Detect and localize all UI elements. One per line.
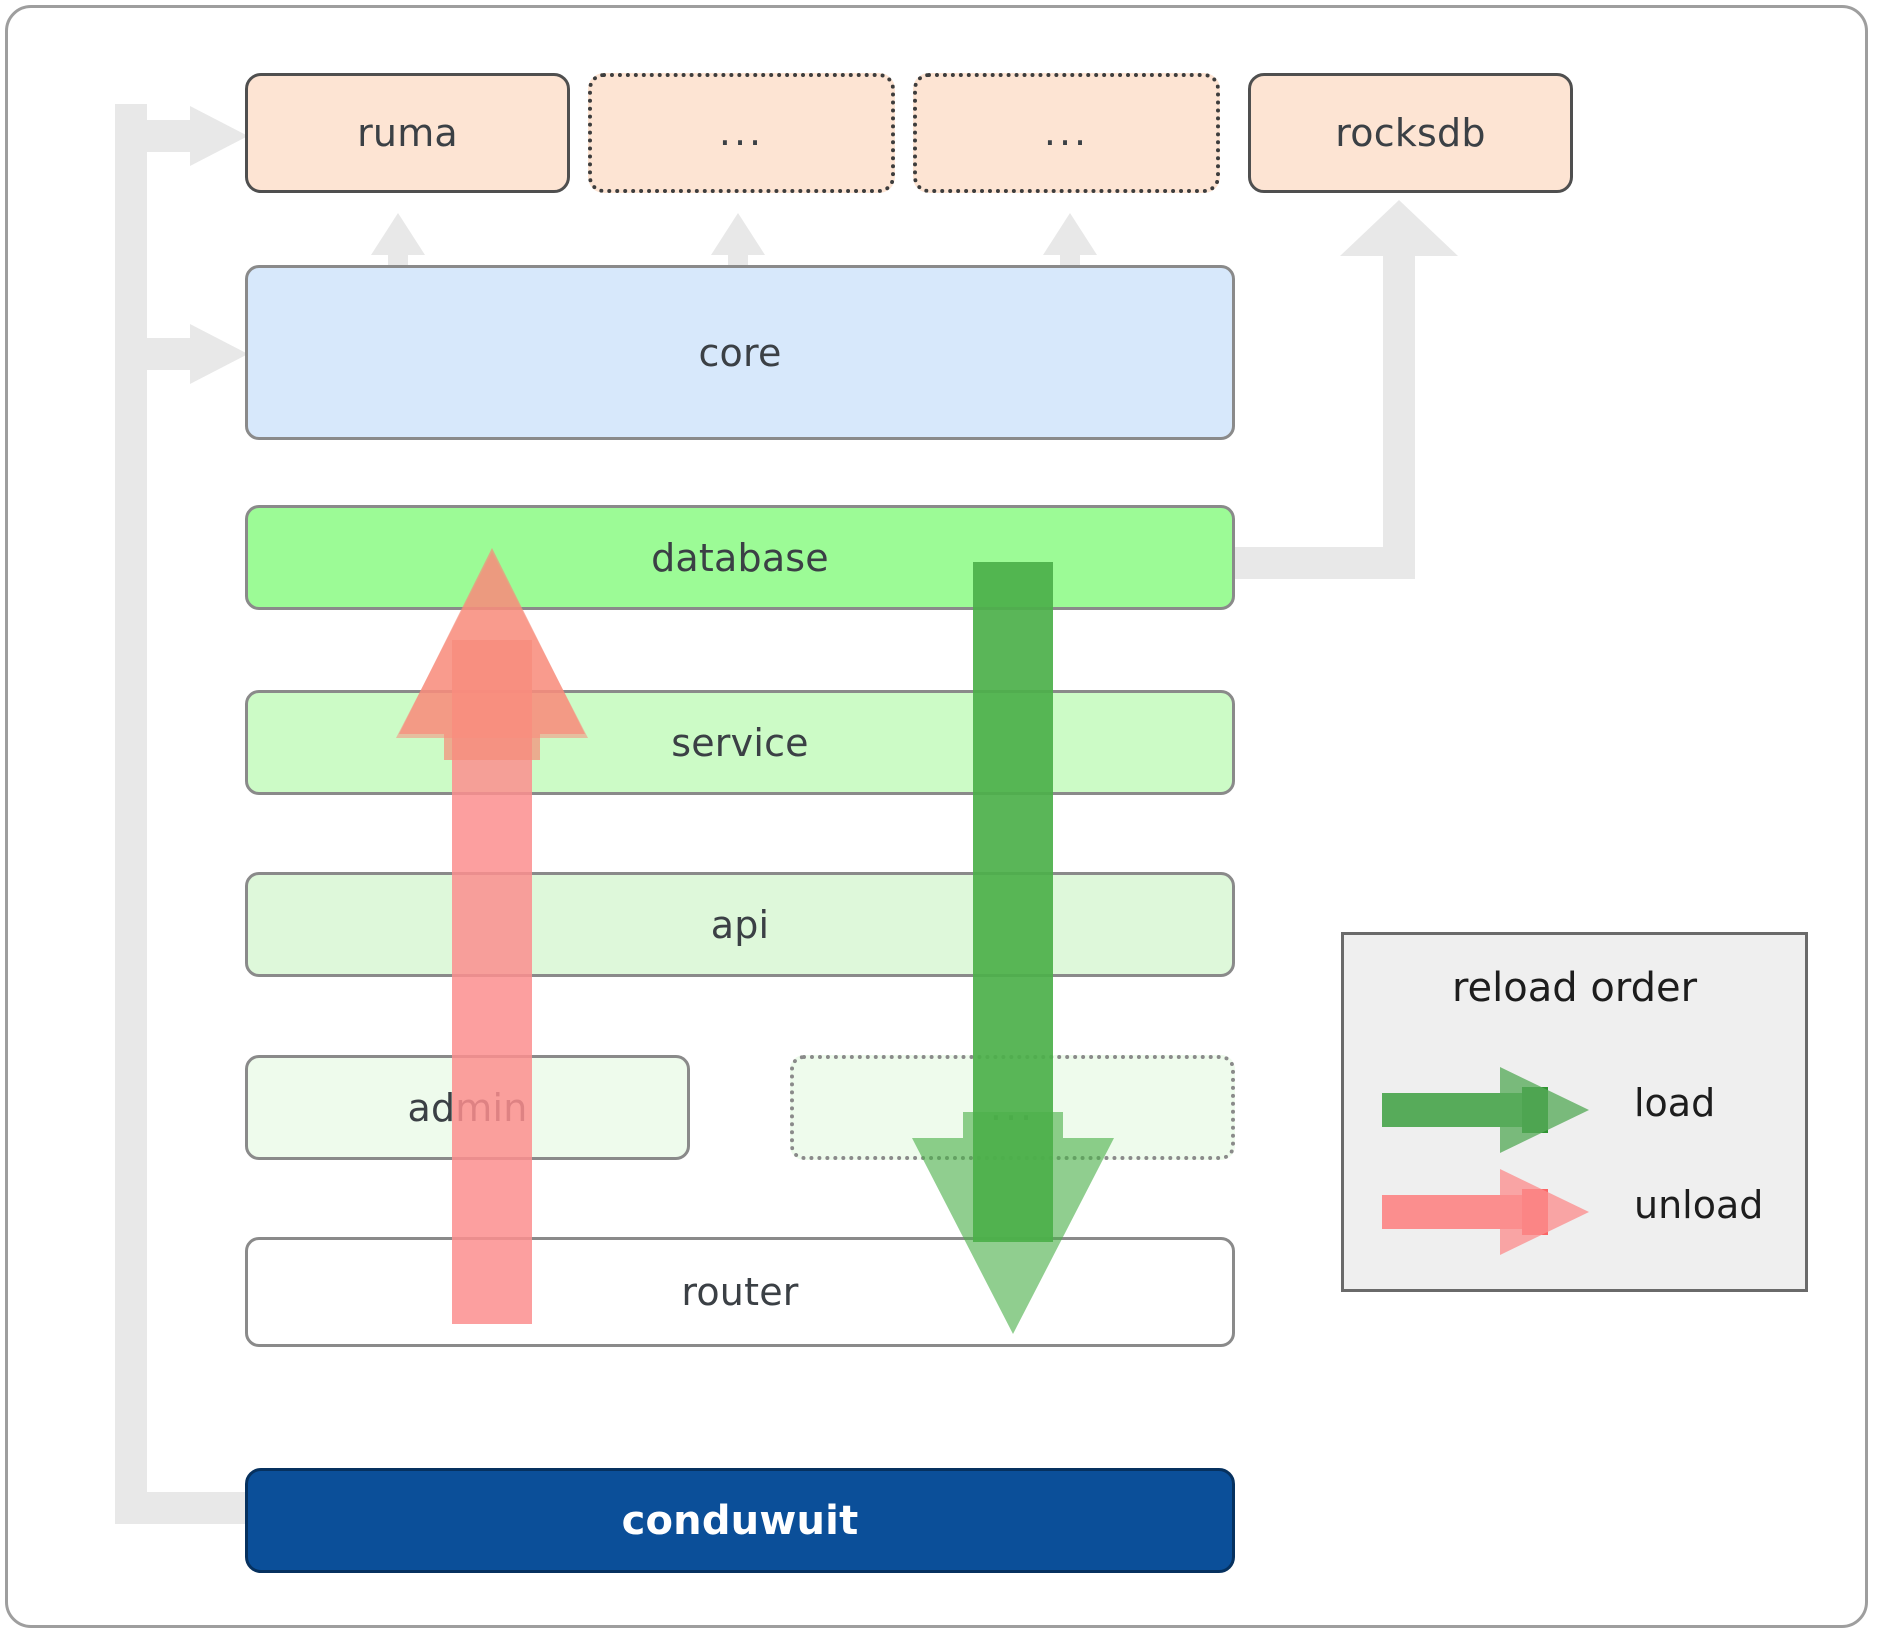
layer-box-database[interactable]: database [245,505,1235,610]
layer-box-admin[interactable]: admin [245,1055,690,1160]
root-box-conduwuit[interactable]: conduwuit [245,1468,1235,1573]
dependency-label-rocksdb: rocksdb [1335,111,1486,155]
layer-label-admin: admin [407,1085,528,1130]
legend-panel: reload order load unload [1341,932,1808,1292]
diagram-frame [5,5,1868,1628]
dependency-label-ruma: ruma [357,111,458,155]
layer-label-router: router [681,1270,799,1314]
legend-unload-arrow-icon [1382,1169,1589,1255]
layer-box-core[interactable]: core [245,265,1235,440]
dependency-box-placeholder-1[interactable]: ... [588,73,895,193]
legend-label-load: load [1634,1081,1716,1125]
layer-box-service[interactable]: service [245,690,1235,795]
layer-box-placeholder[interactable]: ... [790,1055,1235,1160]
legend-row-unload: unload [1344,1167,1805,1257]
dependency-label-placeholder-2: ... [1043,110,1090,155]
legend-row-load: load [1344,1065,1805,1155]
dependency-box-ruma[interactable]: ruma [245,73,570,193]
layer-label-placeholder: ... [989,1084,1036,1129]
legend-title: reload order [1451,965,1698,1011]
dependency-box-rocksdb[interactable]: rocksdb [1248,73,1573,193]
layer-label-database: database [651,535,829,580]
legend-load-arrow-icon [1382,1067,1589,1153]
dependency-label-placeholder-1: ... [718,110,765,155]
layer-label-service: service [671,720,809,765]
layer-label-api: api [710,902,770,947]
legend-label-unload: unload [1634,1183,1764,1227]
layer-label-core: core [698,330,782,375]
layer-box-router[interactable]: router [245,1237,1235,1347]
root-label-conduwuit: conduwuit [621,1497,859,1544]
dependency-box-placeholder-2[interactable]: ... [913,73,1220,193]
layer-box-api[interactable]: api [245,872,1235,977]
